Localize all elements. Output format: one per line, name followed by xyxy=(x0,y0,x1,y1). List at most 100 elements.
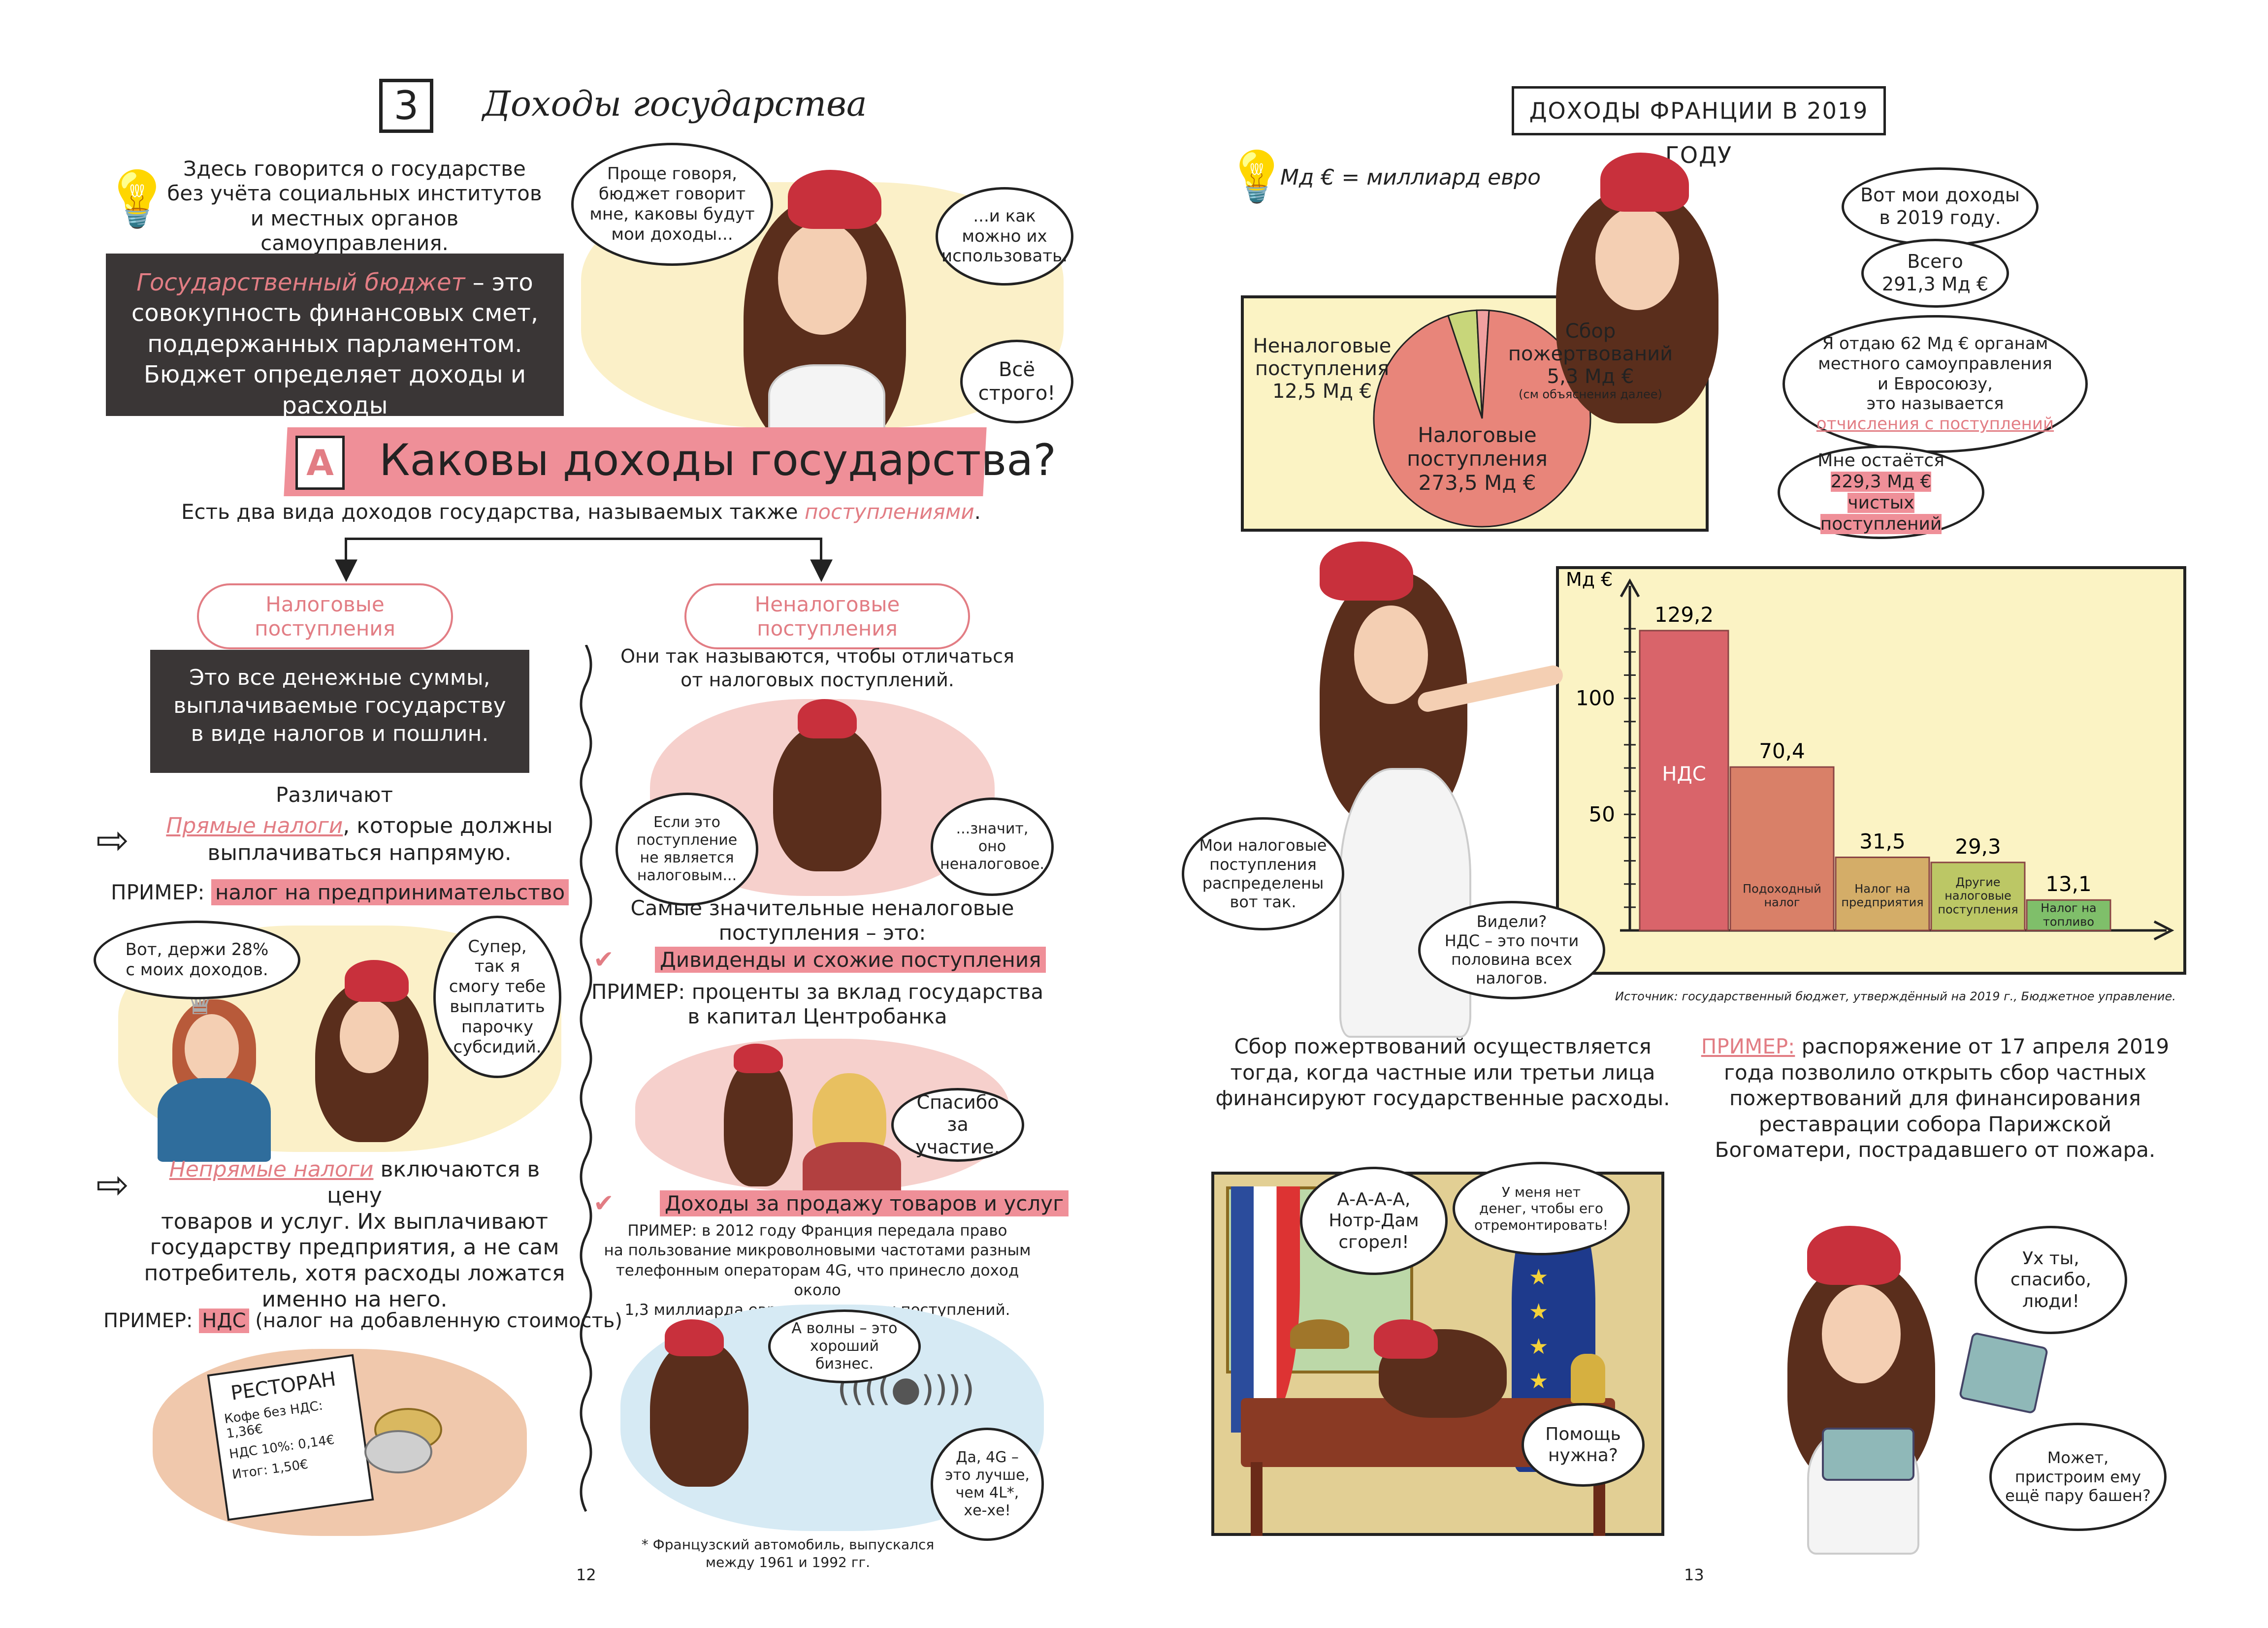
phrygian-cap-9 xyxy=(1807,1226,1901,1285)
indirect-example: ПРИМЕР: НДС (налог на добавленную стоимо… xyxy=(103,1309,622,1333)
coin-icon-2 xyxy=(364,1430,432,1473)
bar-category-label: налоговые xyxy=(1944,889,2011,903)
phrygian-cap-5 xyxy=(665,1319,724,1356)
budget-definition: Государственный бюджет – это совокупност… xyxy=(106,254,564,450)
bar-category-label: Подоходный xyxy=(1743,882,1821,896)
bar-category-label: Другие xyxy=(1955,875,2000,889)
section-number-box: 3 xyxy=(379,79,433,133)
clock-icon xyxy=(1571,1354,1605,1403)
bar-value-label: 29,3 xyxy=(1955,834,2001,859)
tax-definition: Это все денежные суммы,выплачиваемые гос… xyxy=(150,650,529,773)
marianne-hair-5 xyxy=(650,1339,748,1487)
arrow-down-left-icon: ▼ xyxy=(335,551,358,586)
direct-tax-text: Прямые налоги, которые должны выплачиват… xyxy=(166,813,553,865)
unit-note: Мд € = миллиард евро xyxy=(1280,165,1541,190)
checkmark-icon: ✔ xyxy=(593,945,614,974)
phrygian-cap xyxy=(788,170,881,229)
arrow-down-right-icon: ▼ xyxy=(810,551,833,586)
marianne-face-7 xyxy=(1354,606,1428,704)
indirect-tax-text: Непрямые налоги включаются в цену товаро… xyxy=(144,1157,565,1312)
bar-value-label: 70,4 xyxy=(1759,739,1805,763)
y-tick-label: 50 xyxy=(1589,802,1615,826)
eu-stars-icon: ★★★★ xyxy=(1529,1265,1549,1394)
phrygian-cap-8 xyxy=(1374,1319,1438,1359)
y-axis-label: Мд € xyxy=(1566,569,1613,590)
lamp-icon xyxy=(1290,1319,1349,1349)
bar xyxy=(1835,857,1930,931)
y-tick-label: 100 xyxy=(1576,686,1615,710)
section-title: Доходы государства xyxy=(483,84,867,124)
marianne-face-6 xyxy=(1595,207,1679,310)
lightbulb-icon: 💡 xyxy=(103,167,171,230)
bar-value-label: 129,2 xyxy=(1654,603,1714,627)
phrygian-cap-6 xyxy=(1600,153,1689,212)
phrygian-cap-4 xyxy=(734,1044,783,1073)
marianne-face-2 xyxy=(340,999,399,1073)
direct-example: ПРИМЕР: налог на предпринимательство xyxy=(111,879,569,905)
bar-category-label: налог xyxy=(1764,895,1800,909)
section-number: 3 xyxy=(393,83,419,128)
marianne-face-9 xyxy=(1822,1285,1901,1383)
arrow-right-icon: ⇨ xyxy=(96,817,130,863)
speech-bubble-4: Вот, держи 28%с моих доходов. xyxy=(94,921,300,999)
bar-category-label: предприятия xyxy=(1841,895,1923,909)
bar-value-label: 31,5 xyxy=(1859,830,1906,854)
bar-category-label: Налог на xyxy=(2041,901,2096,915)
dividends-example: ПРИМЕР: проценты за вклад государства в … xyxy=(591,980,1044,1029)
bar-category-label: топливо xyxy=(2043,915,2094,928)
arrow-right-icon-2: ⇨ xyxy=(96,1162,130,1208)
bar-category-label: поступления xyxy=(1938,902,2018,916)
nontax-revenue-label: Неналоговые поступления xyxy=(684,583,970,649)
distinguish-text: Различают xyxy=(276,783,393,807)
column-divider xyxy=(580,645,592,1512)
phrygian-cap-2 xyxy=(345,960,409,1002)
chart-source: Источник: государственный бюджет, утверж… xyxy=(1615,990,2176,1003)
lightbulb-icon-2: 💡 xyxy=(1226,148,1288,205)
bar-category-label: Налог на xyxy=(1854,882,1910,896)
marianne-dress-7 xyxy=(1339,768,1471,1038)
branch-right xyxy=(820,538,822,572)
woman-jacket xyxy=(158,1078,271,1162)
phrygian-cap-7 xyxy=(1320,542,1413,601)
bar xyxy=(1930,862,2026,931)
x-axis-arrow-icon xyxy=(2153,920,2174,941)
y-axis-arrow-icon xyxy=(1620,578,1640,598)
marianne-hair-3 xyxy=(773,724,881,871)
sales-label: Доходы за продажу товаров и услуг xyxy=(660,1190,1069,1216)
bar-value-label: 13,1 xyxy=(2045,872,2092,896)
marianne-face xyxy=(778,222,867,335)
intro-text: Здесь говорится о государстве без учёта … xyxy=(167,157,542,255)
speech-bubble-r4: Мне остаётся 229,3 Мд € чистых поступлен… xyxy=(1778,446,1984,539)
phrygian-cap-3 xyxy=(798,699,857,738)
speech-bubble-r10: Ух ты,спасибо,люди! xyxy=(1975,1226,2127,1334)
bar xyxy=(2026,899,2111,931)
heading-letter: A xyxy=(295,436,345,490)
branch-left xyxy=(345,538,347,572)
dividends-label: Дивиденды и схожие поступления xyxy=(655,947,1046,973)
banknotes-icon-2 xyxy=(1822,1428,1914,1481)
checkmark-icon-2: ✔ xyxy=(593,1189,614,1217)
page-number-right: 13 xyxy=(1684,1565,1704,1584)
bar xyxy=(1729,766,1835,931)
bar-chart: Мд €50100129,2НДС70,4Подоходныйналог31,5… xyxy=(1566,569,2174,941)
notre-dame-example: ПРИМЕР: распоряжение от 17 апреля 2019 г… xyxy=(1701,1034,2170,1162)
page-number-left: 12 xyxy=(576,1565,596,1584)
